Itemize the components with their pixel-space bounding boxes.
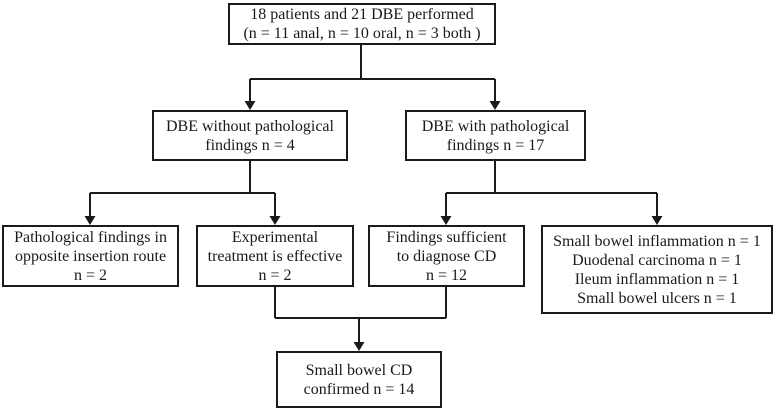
arrowhead-down-icon <box>269 216 281 225</box>
node-other-findings-text: Small bowel inflammation n = 1 Duodenal … <box>553 232 761 307</box>
node-experimental-treatment-text: Experimental treatment is effective n = … <box>207 228 343 284</box>
arrowhead-down-icon <box>84 216 96 225</box>
arrowhead-down-icon <box>353 342 365 351</box>
node-dbe-without-findings: DBE without pathological findings n = 4 <box>152 110 348 161</box>
node-dbe-without-findings-text: DBE without pathological findings n = 4 <box>166 117 334 154</box>
arrowhead-down-icon <box>440 216 452 225</box>
node-findings-sufficient-cd-text: Findings sufficient to diagnose CD n = 1… <box>386 228 507 284</box>
node-opposite-insertion-route: Pathological findings in opposite insert… <box>2 225 179 287</box>
connector-merge-branch <box>274 287 447 351</box>
connector-root-branch <box>244 45 501 110</box>
connector-left-branch <box>84 161 281 225</box>
node-dbe-with-findings-text: DBE with pathological findings n = 17 <box>421 117 570 154</box>
node-small-bowel-cd-confirmed: Small bowel CD confirmed n = 14 <box>276 351 442 408</box>
node-total-patients: 18 patients and 21 DBE performed (n = 11… <box>228 3 496 45</box>
arrowhead-down-icon <box>244 101 256 110</box>
arrowhead-down-icon <box>651 216 663 225</box>
node-findings-sufficient-cd: Findings sufficient to diagnose CD n = 1… <box>368 225 525 287</box>
node-total-patients-text: 18 patients and 21 DBE performed (n = 11… <box>243 6 481 42</box>
node-experimental-treatment: Experimental treatment is effective n = … <box>196 225 354 287</box>
node-dbe-with-findings: DBE with pathological findings n = 17 <box>405 110 586 161</box>
node-small-bowel-cd-confirmed-text: Small bowel CD confirmed n = 14 <box>303 361 415 398</box>
node-other-findings: Small bowel inflammation n = 1 Duodenal … <box>541 225 773 314</box>
node-opposite-insertion-route-text: Pathological findings in opposite insert… <box>14 228 167 284</box>
connector-right-branch <box>440 161 663 225</box>
arrowhead-down-icon <box>489 101 501 110</box>
